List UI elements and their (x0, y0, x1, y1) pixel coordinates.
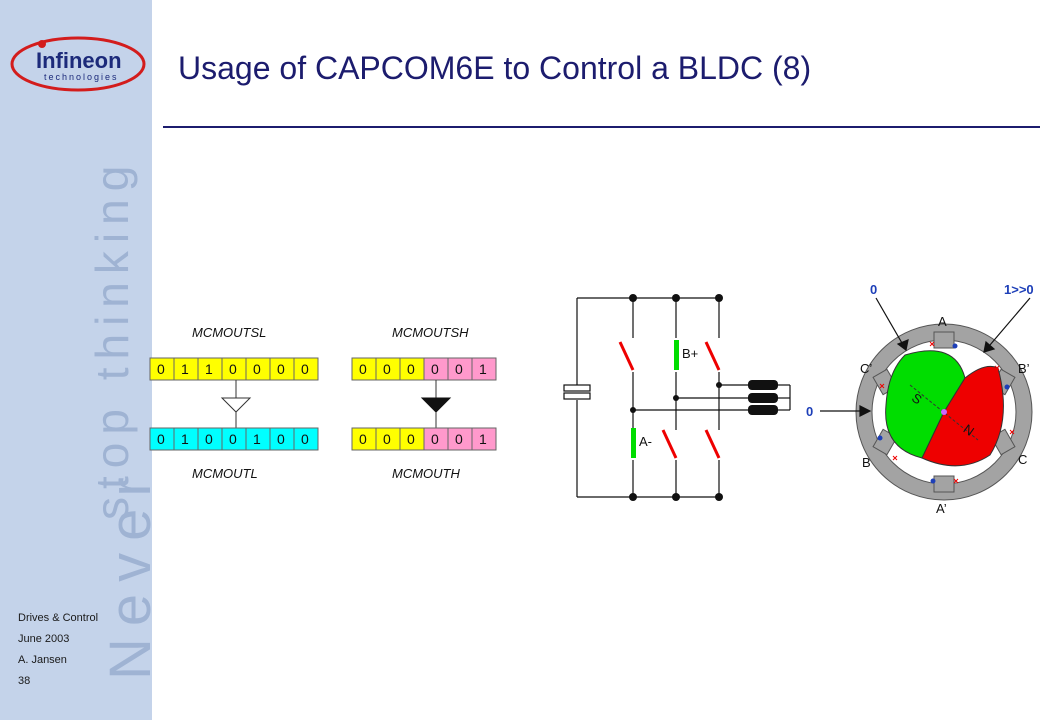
sensor-0-label: 0 (870, 282, 877, 297)
slogan-watermark: stop thinking Never (86, 158, 152, 680)
pole-c-label: C (1018, 452, 1027, 467)
footer-date: June 2003 (18, 633, 70, 645)
mcmoutsh-register: 0 0 0 0 0 1 (351, 357, 497, 381)
footer-dept: Drives & Control (18, 612, 99, 624)
footer-page: 38 (18, 675, 31, 687)
bit: 0 (455, 361, 463, 377)
switch-c-minus (704, 429, 721, 459)
bit: 0 (431, 361, 439, 377)
rotor-south (885, 350, 966, 459)
slogan-line1: stop thinking (86, 158, 138, 520)
bit: 0 (407, 361, 415, 377)
bit: 0 (157, 361, 165, 377)
sensor-1-label: 1>>0 (1004, 282, 1034, 297)
inverter-nodes (629, 294, 723, 501)
mcmouth-label: MCMOUTH (392, 466, 460, 481)
winding-b (748, 393, 778, 403)
sensor-left-label: 0 (806, 404, 813, 419)
bit: 0 (455, 431, 463, 447)
bit: 0 (383, 361, 391, 377)
bit: 0 (229, 431, 237, 447)
switch-b-plus-on (674, 340, 679, 370)
footer-info: Drives & Control June 2003 A. Jansen 38 (18, 608, 98, 692)
bit: 0 (383, 431, 391, 447)
title-rule (163, 126, 1040, 128)
bit: 1 (205, 361, 213, 377)
bit: 1 (181, 431, 189, 447)
bit: 0 (277, 431, 285, 447)
mcmoutl-register: 0 1 0 0 1 0 0 (149, 427, 319, 451)
bit: 1 (479, 361, 487, 377)
switch-c-plus (704, 341, 721, 371)
page-title: Usage of CAPCOM6E to Control a BLDC (8) (178, 50, 812, 86)
bit: 0 (301, 361, 309, 377)
pole-b-prime-label: B’ (1018, 361, 1030, 376)
switch-a-minus-on (631, 428, 636, 458)
bldc-motor: S N A A’ C’ B’ B C (855, 314, 1033, 516)
bit: 1 (181, 361, 189, 377)
pole-c-prime-label: C’ (860, 361, 872, 376)
logo-sub: technologies (44, 72, 119, 82)
bit: 0 (253, 361, 261, 377)
mcmoutsh-label: MCMOUTSH (392, 325, 469, 340)
mcmoutsl-label: MCMOUTSL (192, 325, 266, 340)
pole-a-label: A (938, 314, 947, 329)
bit: 0 (301, 431, 309, 447)
winding-a (748, 405, 778, 415)
logo-name: Infineon (36, 48, 122, 73)
bldc-diagram: MCMOUTSL 0 1 1 0 0 0 0 0 1 0 0 1 0 0 MCM… (149, 282, 1034, 516)
bit: 0 (157, 431, 165, 447)
mcmoutsl-register: 0 1 1 0 0 0 0 (149, 357, 319, 381)
bit: 1 (479, 431, 487, 447)
switch-b-minus (661, 429, 678, 459)
shadow-transfer-triangle-low (220, 397, 252, 413)
bit: 0 (277, 361, 285, 377)
rotor-north (921, 365, 1004, 467)
sidebar: stop thinking Never Infineon technologie… (0, 0, 152, 720)
b-plus-label: B+ (682, 346, 698, 361)
mcmoutl-label: MCMOUTL (192, 466, 258, 481)
bit: 0 (359, 431, 367, 447)
bit: 0 (229, 361, 237, 377)
bit: 1 (253, 431, 261, 447)
winding-c (748, 380, 778, 390)
pole-b-label: B (862, 455, 871, 470)
bit: 0 (407, 431, 415, 447)
inverter-circuit (563, 297, 791, 498)
bit: 0 (205, 431, 213, 447)
infineon-logo: Infineon technologies (10, 36, 146, 92)
pole-a-prime-label: A’ (936, 501, 947, 516)
switch-a-plus (618, 341, 635, 371)
slogan-line2: Never (98, 465, 152, 680)
shadow-transfer-triangle-high (420, 397, 452, 413)
mcmouth-register: 0 0 0 0 0 1 (351, 427, 497, 451)
bit: 0 (431, 431, 439, 447)
bit: 0 (359, 361, 367, 377)
a-minus-label: A- (639, 434, 652, 449)
footer-author: A. Jansen (18, 654, 67, 666)
